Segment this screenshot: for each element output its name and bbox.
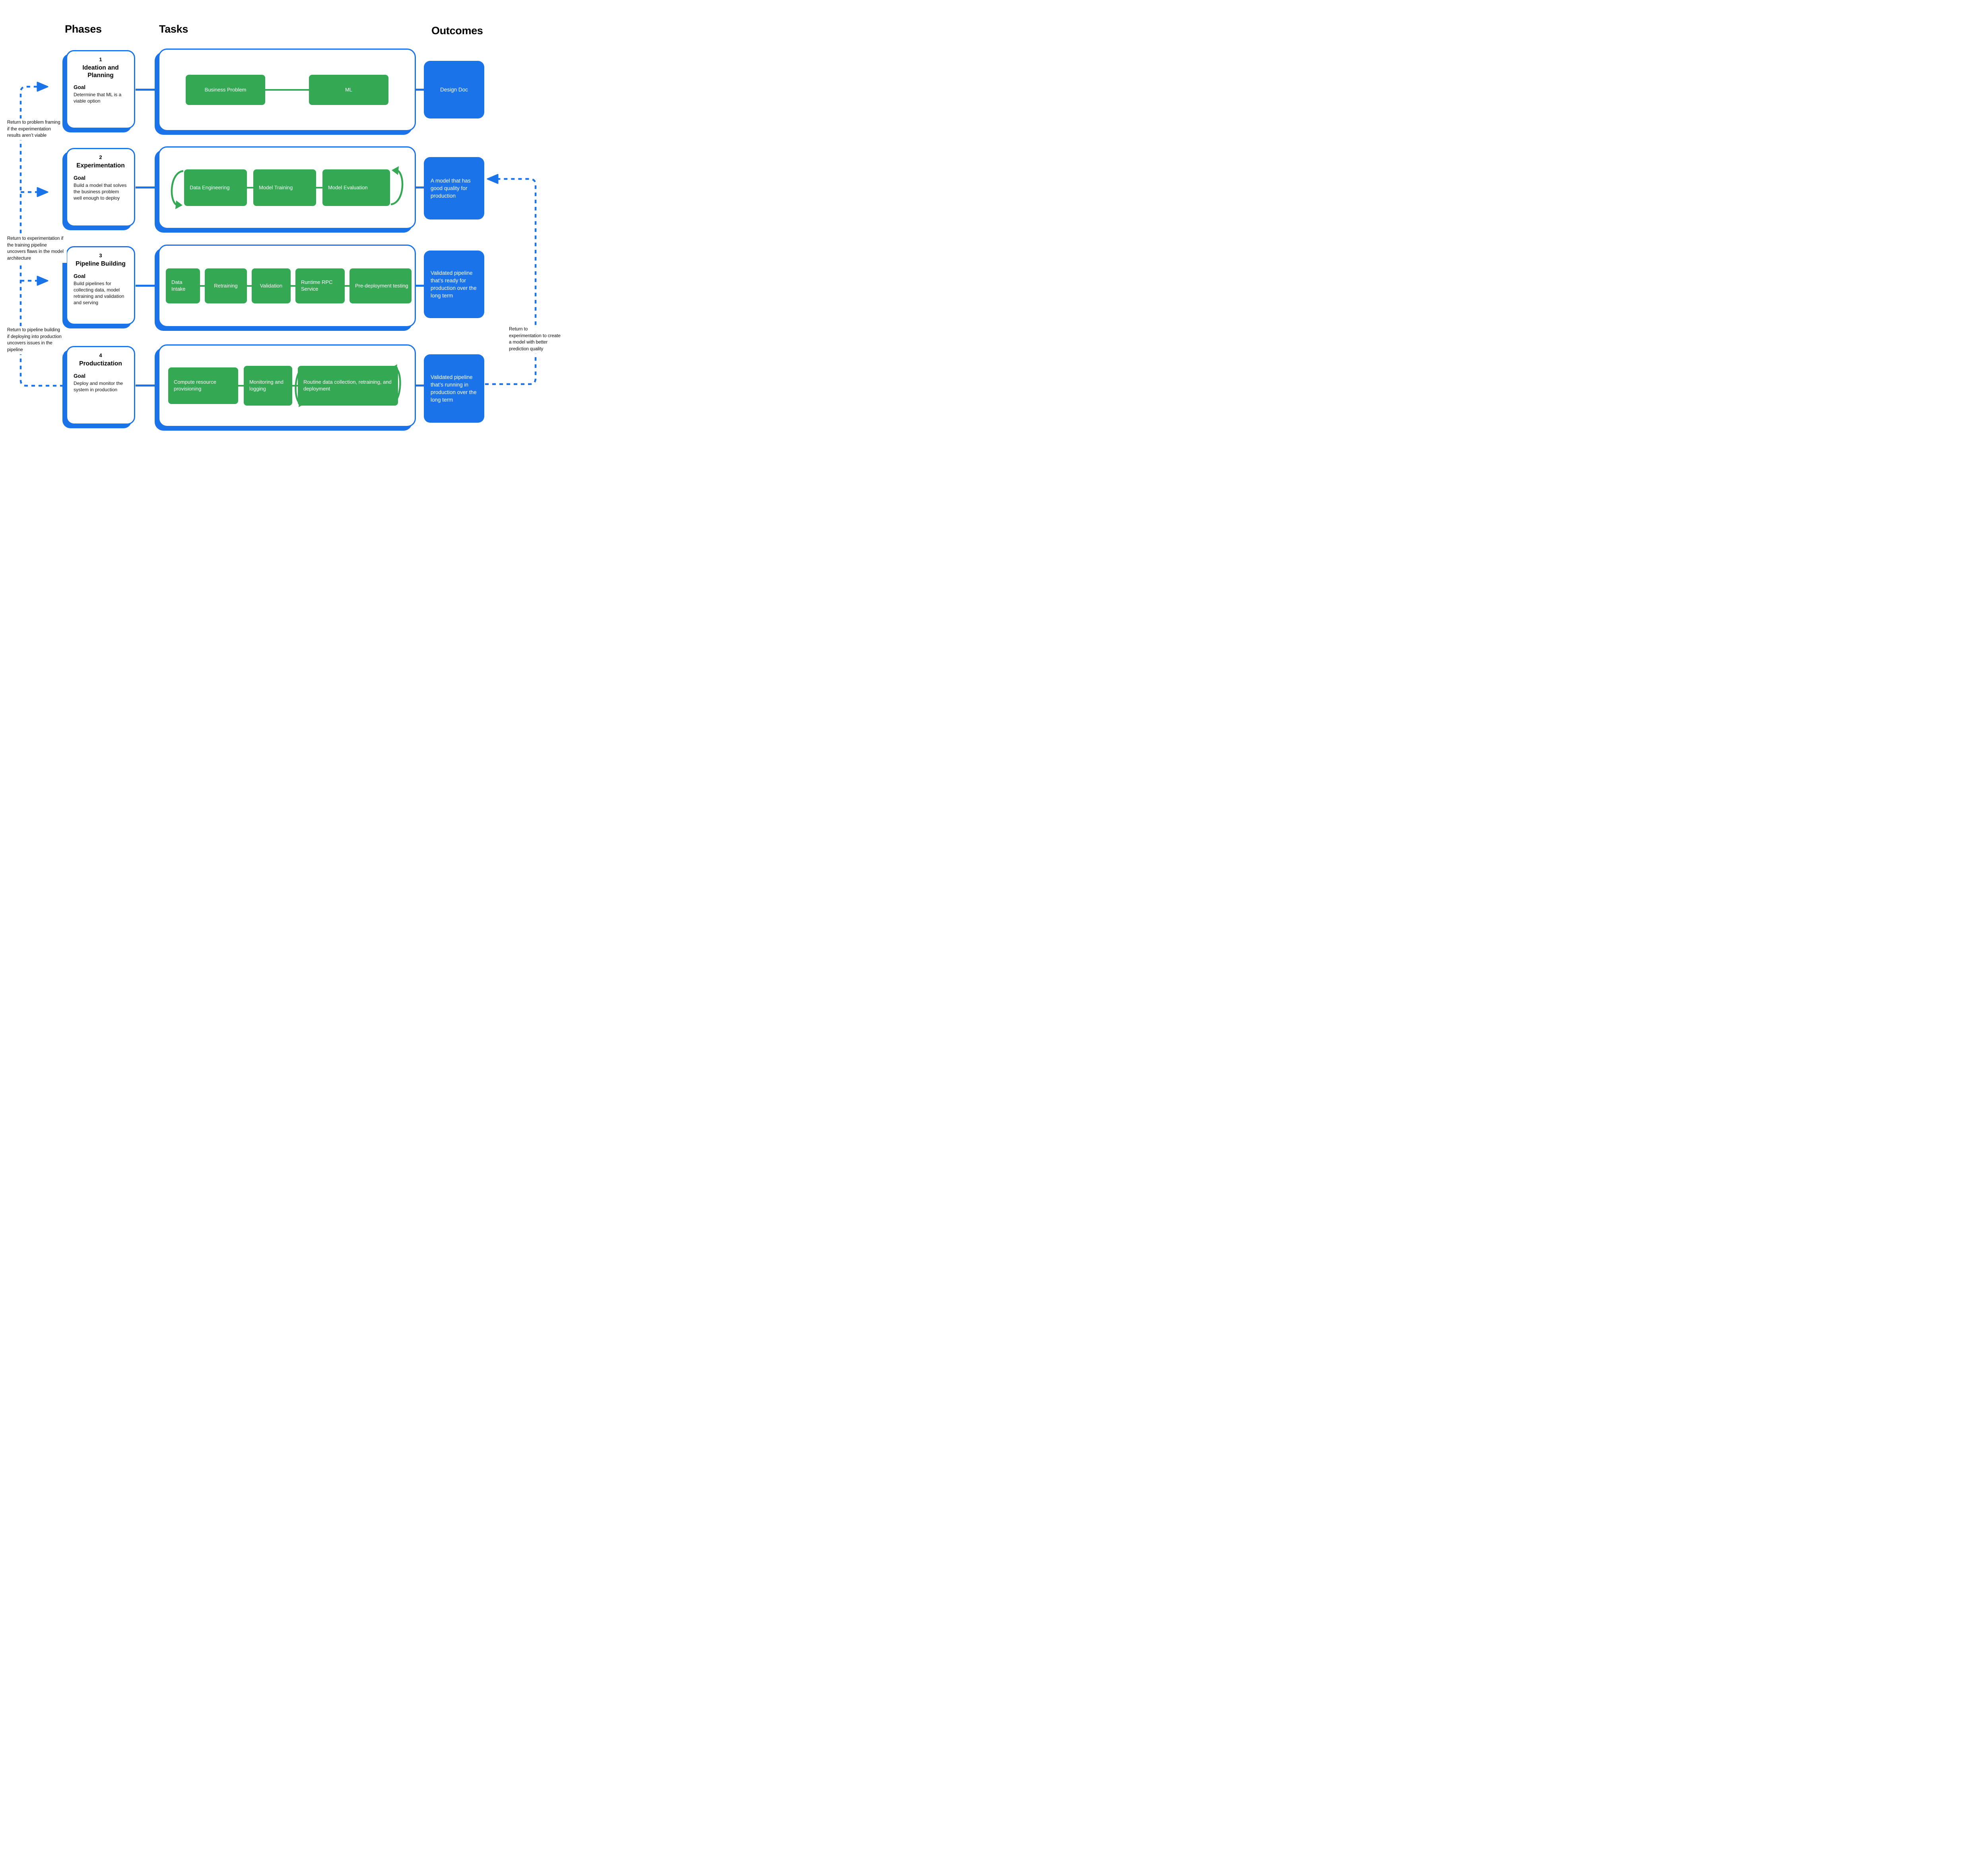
- task-connector-line: [247, 186, 253, 189]
- loop-back-arrow-icon: [295, 366, 305, 407]
- task-box: Business Problem: [186, 75, 265, 105]
- task-box: Data Engineering: [184, 169, 247, 206]
- outcome-box: Design Doc: [424, 61, 484, 118]
- goal-text: Build pipelines for collecting data, mod…: [74, 280, 124, 306]
- tasks-header: Tasks: [159, 23, 188, 35]
- phase-row-experimentation: 2 Experimentation Goal Build a model tha…: [0, 146, 564, 229]
- task-box: Compute resource provisioning: [168, 367, 238, 404]
- task-connector-line: [238, 385, 244, 387]
- task-connector-line: [200, 285, 205, 287]
- phase-to-tasks-connector: [136, 385, 158, 387]
- goal-text: Build a model that solves the business p…: [74, 182, 127, 201]
- phase-to-tasks-connector: [136, 285, 158, 287]
- loop-forward-arrow-icon: [390, 364, 401, 405]
- phase-title: Experimentation: [76, 162, 125, 169]
- goal-text: Deploy and monitor the system in product…: [74, 380, 123, 392]
- return-annotation-problem-framing: Return to problem framing if the experim…: [7, 118, 62, 140]
- goal-label: Goal: [74, 175, 86, 181]
- task-box: Validation: [252, 268, 291, 303]
- phase-title: Pipeline Building: [76, 260, 126, 267]
- phase-to-tasks-connector: [136, 89, 158, 91]
- task-box: Retraining: [205, 268, 247, 303]
- tasks-panel-productization: Compute resource provisioning Monitoring…: [158, 344, 416, 427]
- phases-header: Phases: [65, 23, 102, 35]
- outcome-box: Validated pipeline that’s ready for prod…: [424, 251, 484, 318]
- phase-goal: Goal Determine that ML is a viable optio…: [67, 84, 134, 104]
- return-annotation-pipeline-building: Return to pipeline building if deploying…: [7, 326, 64, 354]
- phase-goal: Goal Build a model that solves the busin…: [67, 175, 134, 202]
- return-annotation-better-prediction: Return to experimentation to create a mo…: [509, 325, 562, 354]
- tasks-to-outcome-connector: [415, 89, 424, 91]
- phase-number: 2: [99, 154, 102, 160]
- phase-card-ideation: 1 Ideation and Planning Goal Determine t…: [66, 50, 135, 129]
- goal-text: Determine that ML is a viable option: [74, 92, 122, 104]
- task-connector-line: [316, 186, 322, 189]
- loop-forward-arrow-icon: [390, 166, 404, 206]
- outcomes-header: Outcomes: [431, 25, 483, 37]
- outcome-box: A model that has good quality for produc…: [424, 157, 484, 220]
- task-box: Model Training: [253, 169, 316, 206]
- task-connector-line: [265, 89, 309, 91]
- phase-card-productization: 4 Productization Goal Deploy and monitor…: [66, 346, 135, 425]
- loop-back-arrow-icon: [171, 170, 184, 209]
- task-connector-line: [247, 285, 252, 287]
- goal-label: Goal: [74, 84, 86, 91]
- outcome-box: Validated pipeline that’s running in pro…: [424, 354, 484, 423]
- task-box: Model Evaluation: [322, 169, 390, 206]
- phase-number: 3: [99, 253, 102, 258]
- routine-loop-wrap: Routine data collection, retraining, and…: [295, 364, 401, 407]
- phase-row-productization: 4 Productization Goal Deploy and monitor…: [0, 344, 564, 427]
- tasks-panel-ideation: Business Problem ML: [158, 49, 416, 131]
- return-annotation-experimentation: Return to experimentation if the trainin…: [7, 235, 67, 263]
- task-box: Data Intake: [166, 268, 200, 303]
- tasks-to-outcome-connector: [415, 385, 424, 387]
- tasks-to-outcome-connector: [415, 285, 424, 287]
- task-box: ML: [309, 75, 388, 105]
- phase-goal: Goal Build pipelines for collecting data…: [67, 273, 134, 306]
- task-connector-line: [291, 285, 295, 287]
- task-connector-line: [345, 285, 349, 287]
- phase-row-pipeline-building: 3 Pipeline Building Goal Build pipelines…: [0, 245, 564, 327]
- phase-title: Ideation and Planning: [82, 64, 119, 79]
- task-box: Pre-deployment testing: [349, 268, 412, 303]
- task-box: Runtime RPC Service: [295, 268, 345, 303]
- goal-label: Goal: [74, 273, 86, 279]
- phase-card-pipeline-building: 3 Pipeline Building Goal Build pipelines…: [66, 246, 135, 325]
- phase-row-ideation: 1 Ideation and Planning Goal Determine t…: [0, 49, 564, 131]
- phase-number: 4: [99, 352, 102, 358]
- mlops-phases-diagram: Phases Tasks Outcomes 1 Ideation and Pla…: [0, 0, 564, 465]
- phase-card-experimentation: 2 Experimentation Goal Build a model tha…: [66, 148, 135, 227]
- tasks-panel-pipeline-building: Data Intake Retraining Validation Runtim…: [158, 245, 416, 327]
- goal-label: Goal: [74, 373, 86, 379]
- phase-title: Productization: [79, 360, 122, 367]
- task-box: Routine data collection, retraining, and…: [298, 366, 398, 406]
- phase-to-tasks-connector: [136, 186, 158, 188]
- tasks-to-outcome-connector: [415, 186, 424, 188]
- tasks-panel-experimentation: Data Engineering Model Training Model Ev…: [158, 146, 416, 229]
- phase-goal: Goal Deploy and monitor the system in pr…: [67, 373, 134, 393]
- phase-number: 1: [99, 56, 102, 62]
- task-box: Monitoring and logging: [244, 366, 292, 406]
